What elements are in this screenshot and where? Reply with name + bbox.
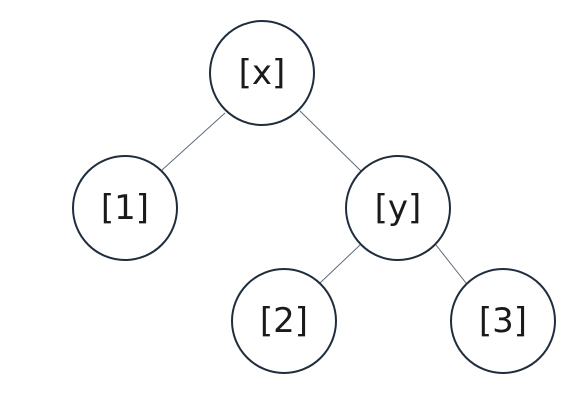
node-3: [3] [450, 268, 556, 374]
node-2-circle [231, 268, 337, 374]
edge-x-1 [161, 112, 226, 171]
node-1: [1] [72, 155, 178, 261]
node-3-label: [3] [479, 301, 527, 341]
node-3-circle [450, 268, 556, 374]
node-1-label: [1] [101, 188, 149, 228]
node-2: [2] [231, 268, 337, 374]
node-y: [y] [345, 155, 451, 261]
node-x-circle [209, 20, 315, 126]
edge-x-y [299, 110, 363, 173]
node-y-circle [345, 155, 451, 261]
node-y-label: [y] [375, 188, 422, 228]
edge-y-2 [319, 244, 361, 284]
node-2-label: [2] [260, 301, 308, 341]
node-1-circle [72, 155, 178, 261]
edge-y-3 [435, 244, 467, 284]
edges-layer [161, 110, 467, 284]
node-x-label: [x] [239, 53, 286, 93]
node-x: [x] [209, 20, 315, 126]
